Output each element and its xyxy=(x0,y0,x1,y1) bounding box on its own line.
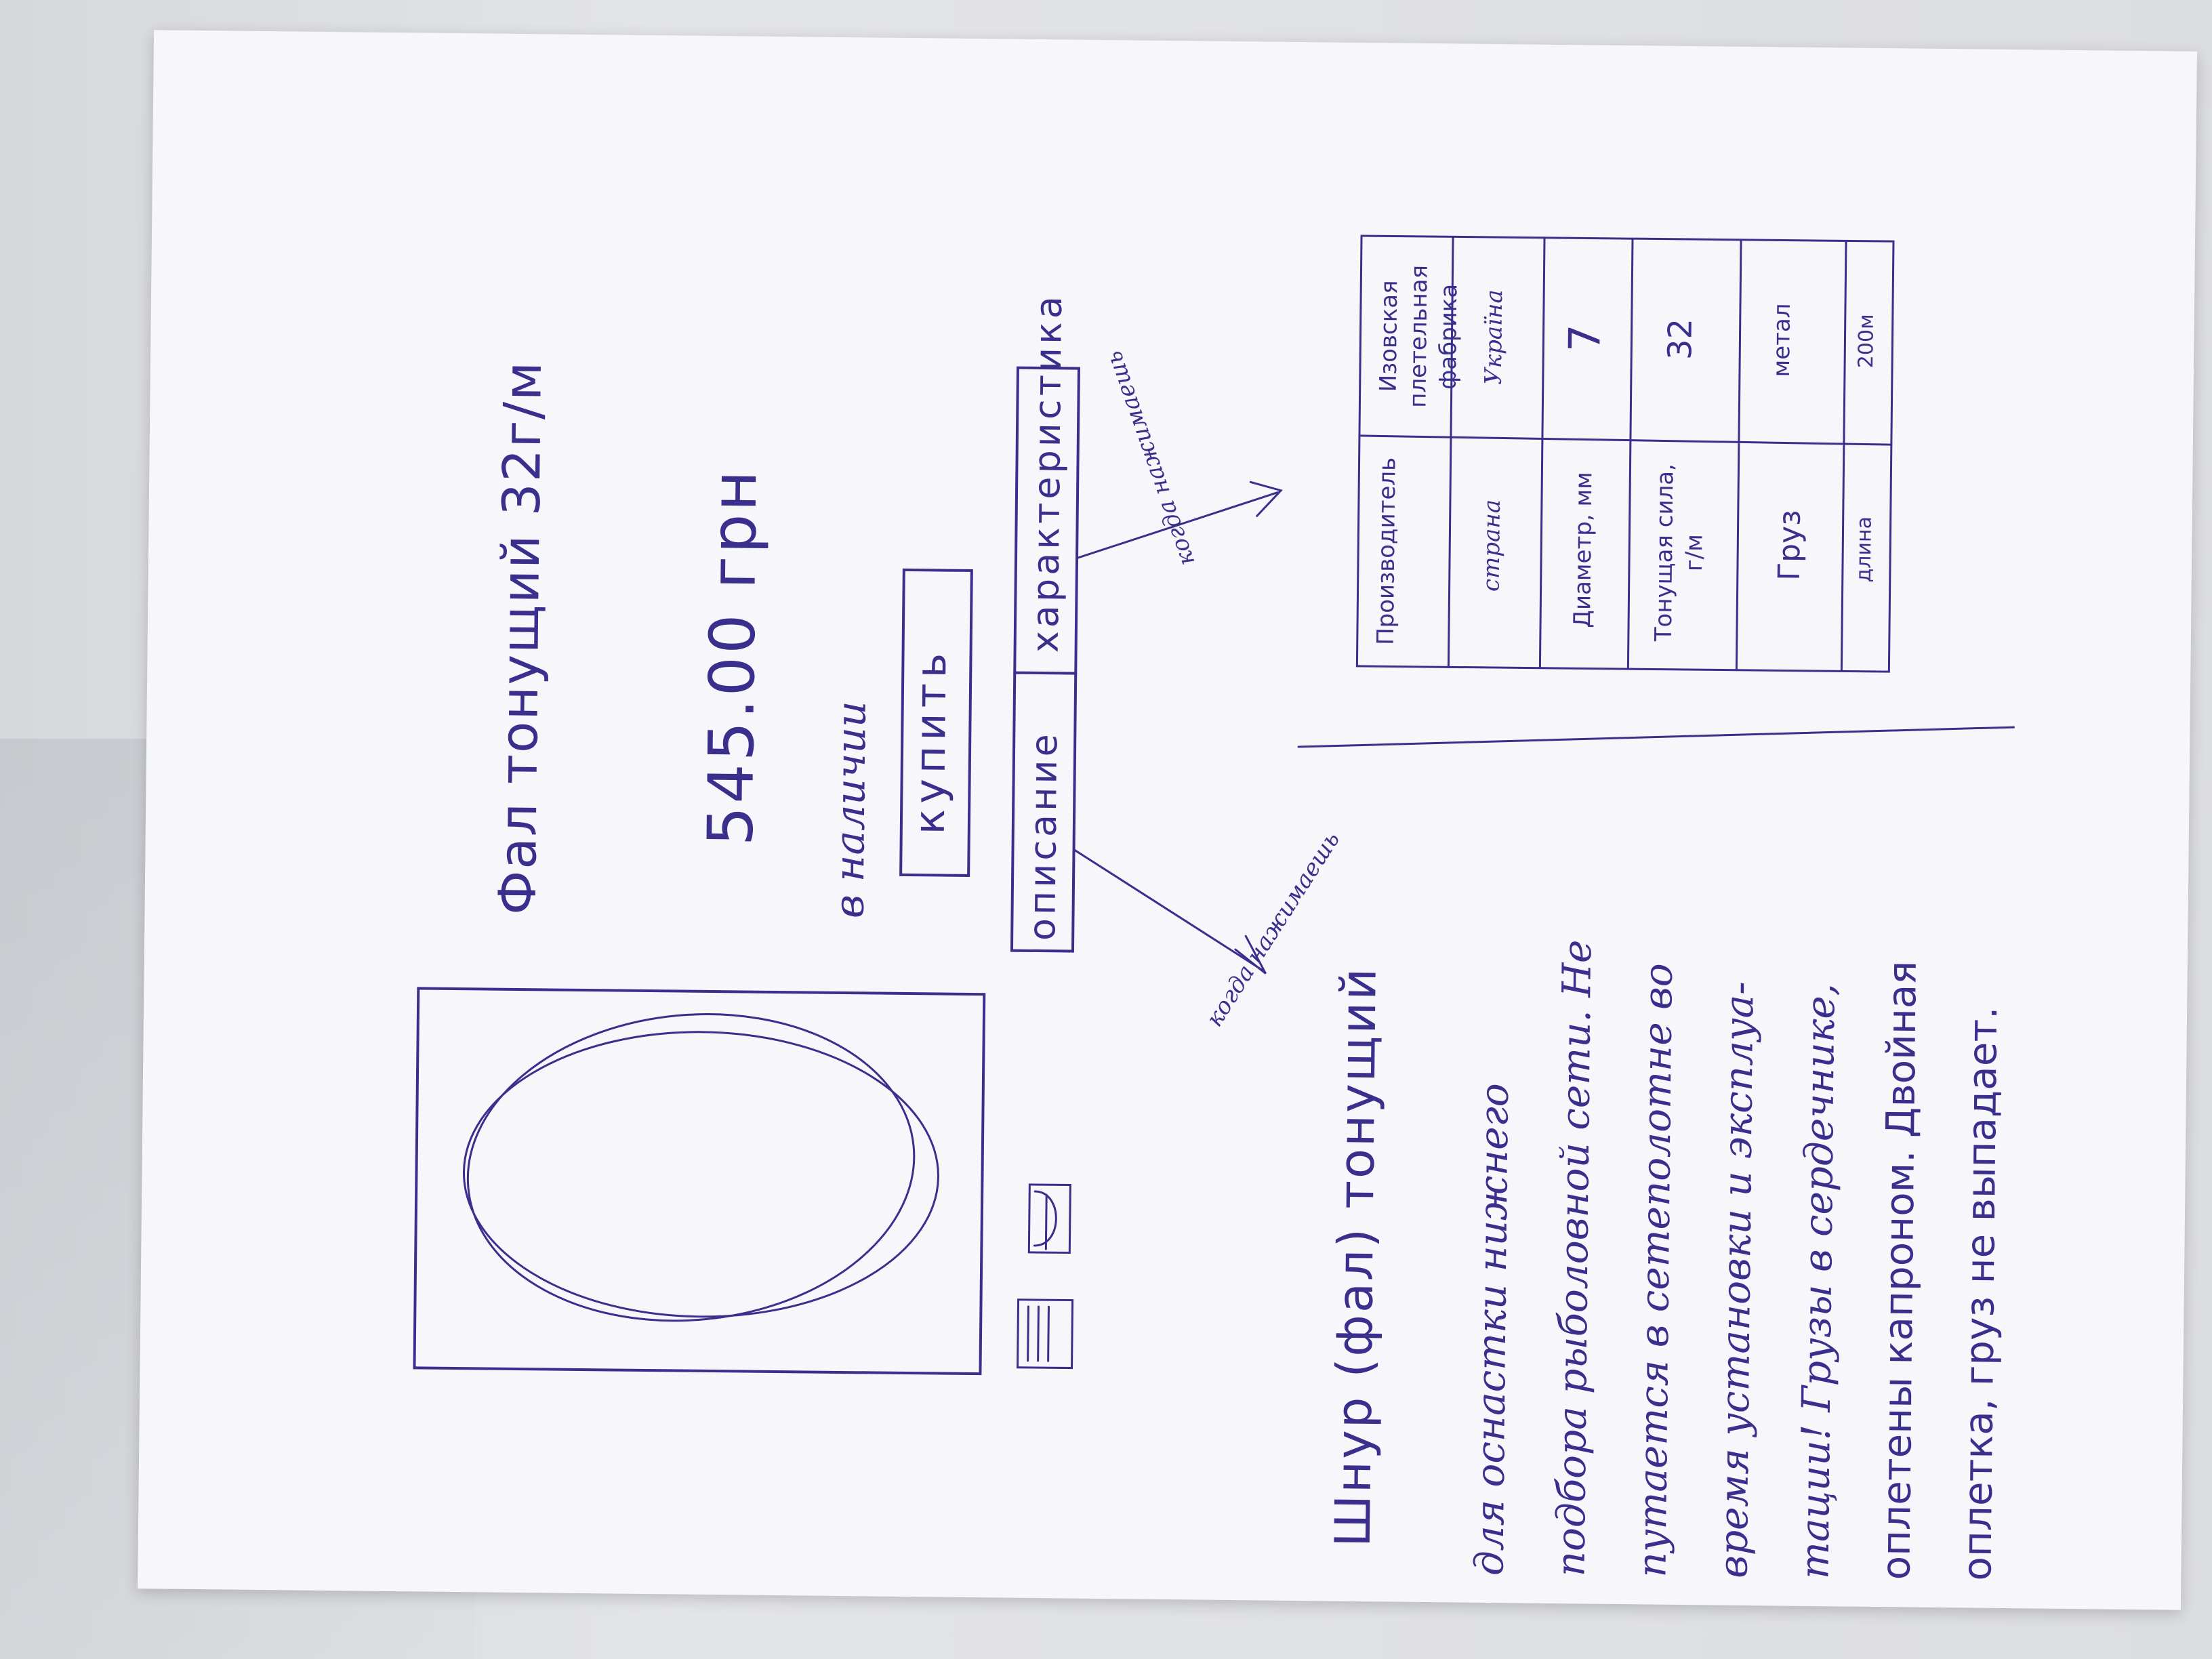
section-divider xyxy=(1297,726,2015,748)
product-title: Фал тонущий 32г/м xyxy=(487,360,554,916)
spec-label: Производитель xyxy=(1372,457,1401,646)
spec-value: 200м xyxy=(1854,314,1879,369)
spec-label: страна xyxy=(1477,499,1506,592)
description-line: время установки и эксплуа- xyxy=(1710,981,1763,1579)
spec-value: 7 xyxy=(1560,324,1611,352)
spec-label: Груз xyxy=(1771,510,1807,581)
spec-value: метал xyxy=(1767,303,1797,377)
sketch-paper: Фал тонущий 32г/м 545.00 грн в наличии к… xyxy=(138,30,2197,1610)
buy-button[interactable]: купить xyxy=(904,647,956,835)
description-line: путается в сетеполотне во xyxy=(1629,962,1681,1578)
sketch-drawing xyxy=(413,234,2015,1376)
specs-table-grid xyxy=(1355,234,1895,673)
description-line: подбора рыболовной сети. Не xyxy=(1547,939,1601,1577)
description-line: оплетка, груз не выпадает. xyxy=(1954,1006,2007,1581)
spec-value: 32 xyxy=(1661,318,1700,361)
arrow-right xyxy=(1076,480,1283,560)
tab-description[interactable]: описание xyxy=(1021,730,1066,941)
tab-specifications[interactable]: характеристика xyxy=(1023,292,1071,653)
spec-label: Тонущая сила, г/м xyxy=(1650,463,1708,642)
stock-status: в наличии xyxy=(825,700,876,919)
spec-label: Диаметр, мм xyxy=(1569,472,1598,628)
spec-label: длина xyxy=(1851,516,1877,583)
description-line: оплетены капроном. Двойная xyxy=(1872,960,1925,1580)
product-image-placeholder xyxy=(413,987,986,1376)
arrow-left xyxy=(1073,848,1267,975)
spec-value: Изовская плетельная фабрика xyxy=(1374,264,1463,409)
buy-button-outline[interactable] xyxy=(899,568,973,877)
thumbnail-2[interactable] xyxy=(1017,1298,1074,1370)
description-line: тации! Грузы в сердечнике, xyxy=(1791,983,1844,1580)
thumbnail-1[interactable] xyxy=(1027,1183,1071,1254)
description-line: для оснастки нижнего xyxy=(1466,1082,1517,1576)
tabs-outline xyxy=(1010,366,1080,953)
description-heading: Шнур (фал) тонущий xyxy=(1324,966,1387,1548)
product-price: 545.00 грн xyxy=(694,467,771,846)
spec-value: Україна xyxy=(1479,289,1509,385)
